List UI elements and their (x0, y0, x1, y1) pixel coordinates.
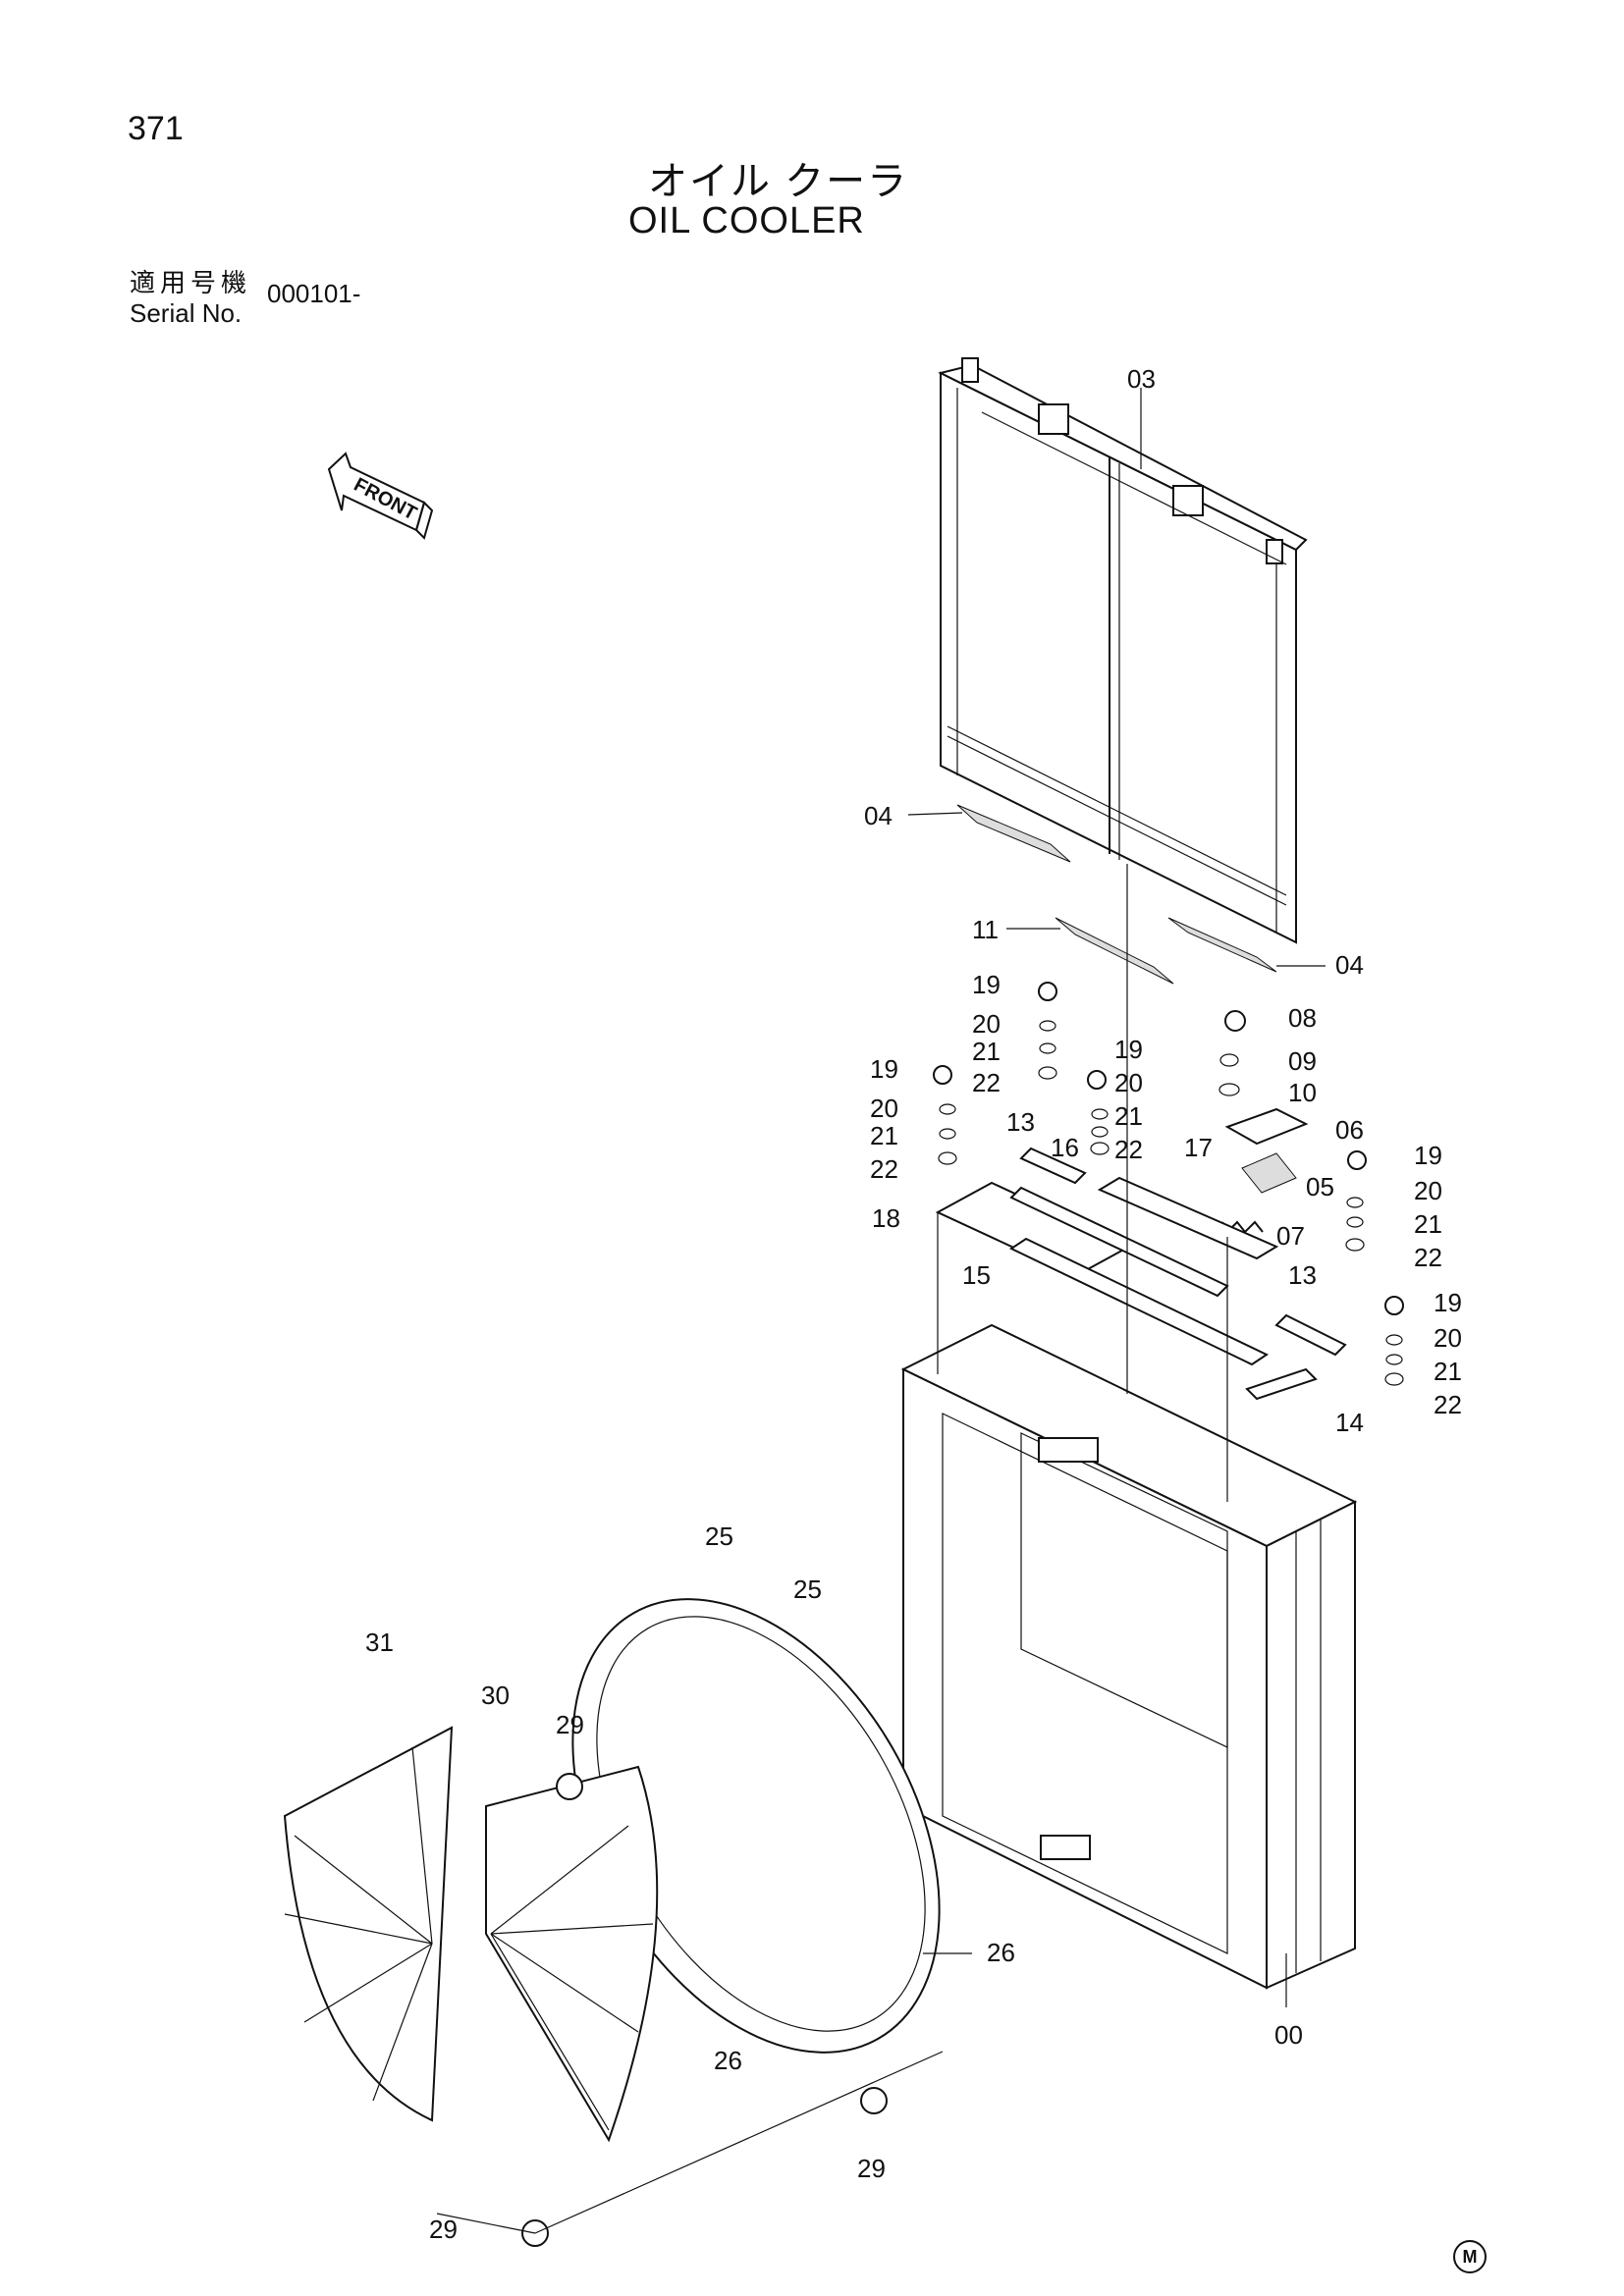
part-label-22: 22 (1434, 1390, 1462, 1419)
part-label-20: 20 (1414, 1176, 1442, 1205)
shroud-bolts (521, 1773, 888, 2247)
part-label-17: 17 (1184, 1133, 1213, 1162)
part-label-16: 16 (1051, 1133, 1079, 1162)
part-label-29: 29 (556, 1710, 584, 1739)
oil-cooler-core (938, 357, 1308, 944)
part-label-26: 26 (714, 2046, 742, 2075)
part-label-09: 09 (1288, 1046, 1317, 1076)
part-label-15: 15 (962, 1260, 991, 1290)
part-label-08: 08 (1288, 1003, 1317, 1033)
channel-brackets (956, 804, 1277, 985)
part-label-21: 21 (870, 1121, 898, 1150)
part-label-29: 29 (429, 2215, 458, 2244)
part-label-13: 13 (1288, 1260, 1317, 1290)
part-label-00: 00 (1274, 2020, 1303, 2050)
part-label-19: 19 (1114, 1035, 1143, 1064)
page-title-japanese: オイル クーラ (648, 160, 909, 203)
part-label-25: 25 (705, 1522, 733, 1551)
serial-label-japanese: 適用号機 (130, 268, 252, 297)
part-label-20: 20 (870, 1094, 898, 1123)
fan-shroud-ring (571, 1598, 941, 2054)
part-label-21: 21 (1434, 1357, 1462, 1386)
part-label-20: 20 (1114, 1068, 1143, 1097)
serial-label-english: Serial No. (130, 298, 243, 328)
serial-number-value: 000101- (267, 279, 361, 308)
part-label-22: 22 (972, 1068, 1001, 1097)
part-label-21: 21 (1114, 1101, 1143, 1131)
part-label-04: 04 (864, 801, 893, 830)
part-label-19: 19 (1434, 1288, 1462, 1317)
page-number: 371 (128, 110, 184, 147)
part-label-21: 21 (1414, 1209, 1442, 1239)
part-label-20: 20 (972, 1009, 1001, 1039)
part-label-21: 21 (972, 1037, 1001, 1066)
part-label-19: 19 (1414, 1141, 1442, 1170)
part-label-20: 20 (1434, 1323, 1462, 1353)
part-label-19: 19 (972, 970, 1001, 999)
m-mark-icon: M (1453, 2240, 1487, 2273)
part-label-30: 30 (481, 1681, 510, 1710)
part-label-07: 07 (1276, 1221, 1305, 1251)
part-label-22: 22 (870, 1154, 898, 1184)
part-label-10: 10 (1288, 1078, 1317, 1107)
cooler-frame (900, 1323, 1358, 1990)
part-label-25: 25 (793, 1575, 822, 1604)
part-label-04: 04 (1335, 950, 1364, 980)
part-label-31: 31 (365, 1628, 394, 1657)
clamp-bracket (1221, 1107, 1309, 1234)
part-label-13: 13 (1006, 1107, 1035, 1137)
page-title-english: OIL COOLER (628, 200, 865, 241)
bolt-washer-sets (933, 982, 1404, 1386)
part-label-22: 22 (1114, 1135, 1143, 1164)
part-number-labels: 03 04 04 11 19 20 21 22 19 20 21 22 19 2… (365, 364, 1462, 2244)
fan-guard-31 (283, 1726, 454, 2122)
part-label-26: 26 (987, 1938, 1015, 1967)
part-label-19: 19 (870, 1054, 898, 1084)
part-label-03: 03 (1127, 364, 1156, 394)
part-label-14: 14 (1335, 1408, 1364, 1437)
mounting-plates (935, 1147, 1347, 1401)
part-label-06: 06 (1335, 1115, 1364, 1145)
fan-guard-30 (485, 1765, 659, 2143)
part-label-29: 29 (857, 2154, 886, 2183)
leader-lines (436, 388, 1326, 2234)
front-arrow-icon: FRONT (327, 452, 434, 540)
part-label-11: 11 (972, 915, 999, 944)
part-label-22: 22 (1414, 1243, 1442, 1272)
part-label-18: 18 (872, 1203, 900, 1233)
part-label-05: 05 (1306, 1172, 1334, 1201)
